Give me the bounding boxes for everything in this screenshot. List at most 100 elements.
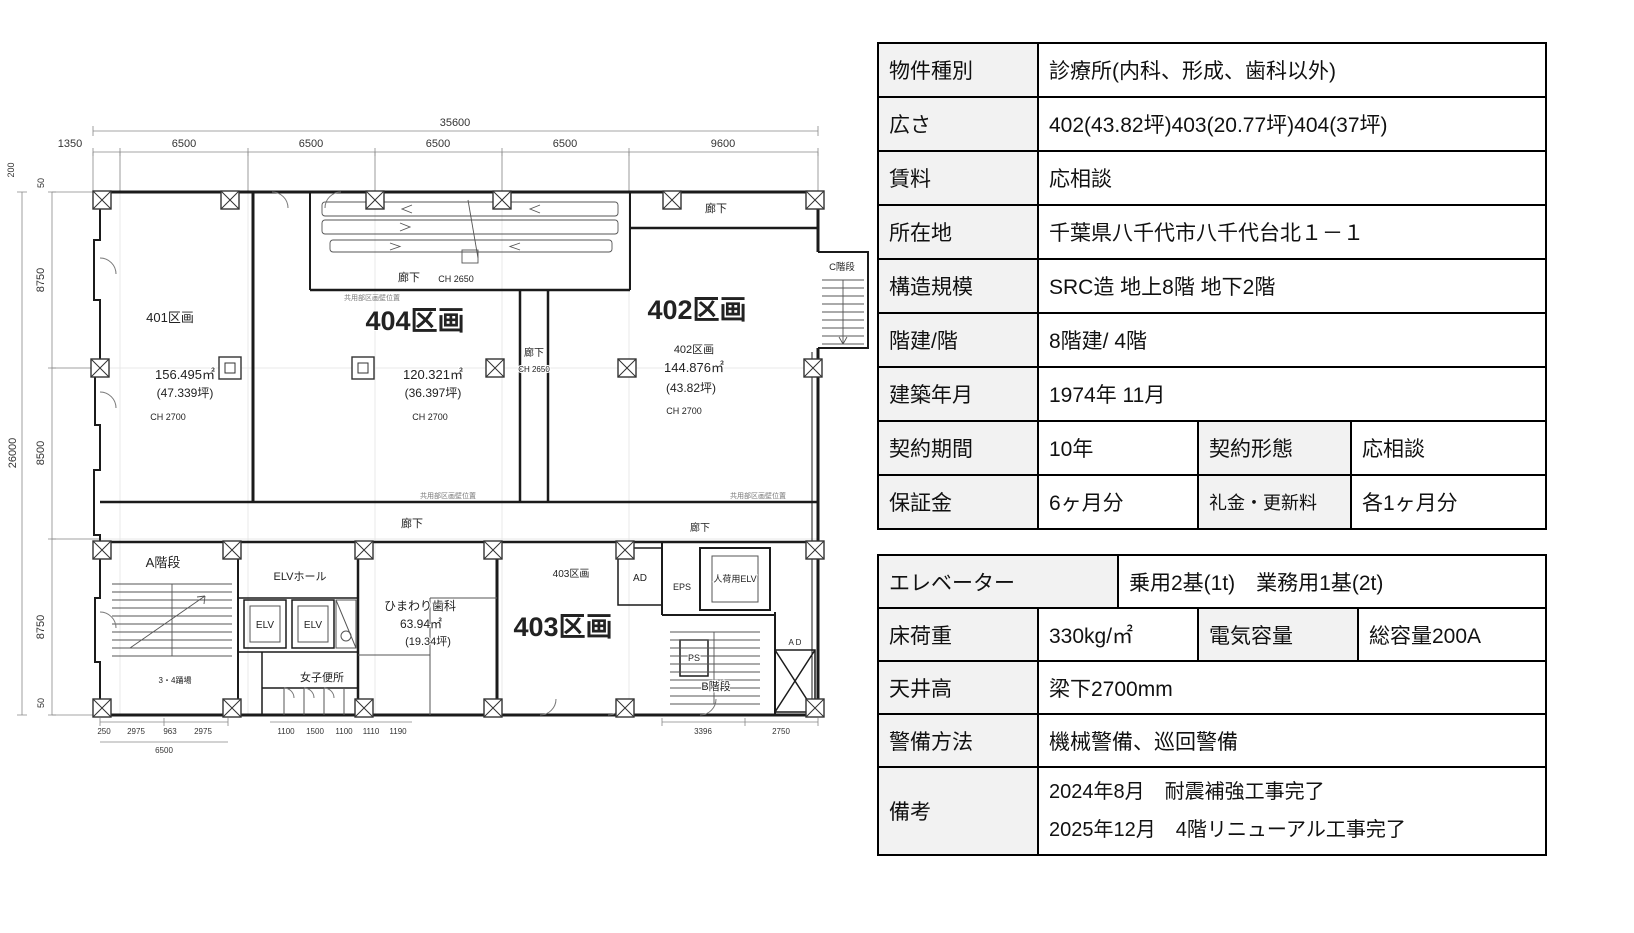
ps-label: PS — [688, 653, 700, 663]
wall-note: 共用部区画壁位置 — [344, 293, 400, 302]
row-value: 応相談 — [1036, 150, 1548, 206]
corridor-top-label: 廊下 — [398, 270, 420, 284]
himawari-tsubo: (19.34坪) — [405, 635, 451, 648]
dim-bottom: 3396 — [694, 727, 712, 736]
dim-bottom: 1100 — [277, 727, 295, 736]
escalator — [321, 199, 619, 264]
corridor-bottom-label: 廊下 — [401, 516, 423, 530]
unit-404-tsubo: (36.397坪) — [405, 386, 462, 400]
stair-a-label: A階段 — [146, 555, 181, 570]
dim-left-50: 50 — [36, 698, 46, 708]
doors — [99, 191, 717, 716]
room-labels: 廊下 CH 2650 廊下 廊下 CH 2650 廊下 廊下 A階段 3・4踊場… — [145, 200, 857, 694]
dim-top-total: 35600 — [440, 117, 471, 129]
row-value: 診療所(内科、形成、歯科以外) — [1036, 42, 1548, 98]
table-row: 契約期間 10年 契約形態 応相談 — [877, 420, 1548, 476]
row-value: 8階建/ 4階 — [1036, 312, 1548, 368]
eps-label: EPS — [673, 582, 691, 592]
unit-404-ch: CH 2700 — [412, 412, 448, 422]
row-label: 所在地 — [877, 204, 1039, 260]
table-row: 建築年月 1974年 11月 — [877, 366, 1548, 422]
unit-403-sublabel: 403区画 — [553, 568, 590, 580]
row-label: 階建/階 — [877, 312, 1039, 368]
row-value: 乗用2基(1t) 業務用1基(2t) — [1116, 554, 1548, 609]
dim-left-seg: 8750 — [35, 615, 47, 639]
row-label: 契約形態 — [1197, 420, 1352, 476]
stair-b-label: B階段 — [701, 679, 730, 693]
row-label: 構造規模 — [877, 258, 1039, 314]
ad-label: AD — [633, 573, 647, 584]
himawari-area: 63.94㎡ — [400, 617, 442, 631]
elv-hall-label: ELVホール — [274, 570, 327, 583]
row-value: 330kg/㎡ — [1037, 607, 1199, 662]
unit-403-label: 403区画 — [513, 612, 612, 642]
row-label: 天井高 — [877, 660, 1039, 715]
landing-label: 3・4踊場 — [159, 675, 192, 685]
remarks-line-2: 2025年12月 4階リニューアル工事完了 — [1049, 819, 1406, 841]
unit-402-tsubo: (43.82坪) — [666, 381, 716, 395]
row-label: 電気容量 — [1197, 607, 1359, 662]
dimension-bottom: 250 2975 963 2975 6500 1100 1500 1100 11… — [97, 718, 819, 755]
freight-elv-label: 人荷用ELV — [713, 574, 756, 584]
elv-label: ELV — [304, 620, 322, 631]
table-row: 物件種別 診療所(内科、形成、歯科以外) — [877, 42, 1548, 98]
dim-bottom: 1110 — [363, 727, 380, 736]
dim-left-total: 26000 — [7, 438, 19, 469]
row-label: 警備方法 — [877, 713, 1039, 768]
unit-402-area: 144.876㎡ — [664, 360, 724, 375]
row-label: 建築年月 — [877, 366, 1039, 422]
row-value: 402(43.82坪)403(20.77坪)404(37坪) — [1036, 96, 1548, 152]
row-label: 契約期間 — [877, 420, 1039, 476]
dimension-top: 35600 1350 6500 6500 6500 6500 9600 — [58, 117, 819, 192]
row-label: 保証金 — [877, 474, 1039, 530]
dim-left-seg: 8750 — [35, 268, 47, 292]
dim-top-seg: 6500 — [553, 138, 577, 150]
dim-top-seg: 6500 — [172, 138, 196, 150]
corridor-right-label: 廊下 — [705, 201, 727, 215]
table-row: 賃料 応相談 — [877, 150, 1548, 206]
row-label: 広さ — [877, 96, 1039, 152]
unit-401-tsubo: (47.339坪) — [157, 386, 214, 400]
elevators — [243, 599, 357, 649]
stairs-c — [822, 279, 864, 345]
table-row: 備考 2024年8月 耐震補強工事完了 2025年12月 4階リニューアル工事完… — [877, 766, 1548, 856]
row-label: 礼金・更新料 — [1197, 474, 1352, 530]
stairs-b — [670, 631, 760, 705]
row-value: 10年 — [1037, 420, 1199, 476]
womens-wc-label: 女子便所 — [300, 670, 344, 684]
table-row: 警備方法 機械警備、巡回警備 — [877, 713, 1548, 768]
table-row: 所在地 千葉県八千代市八千代台北１－１ — [877, 204, 1548, 260]
dim-top-seg: 9600 — [711, 138, 735, 150]
row-value: 梁下2700mm — [1036, 660, 1548, 715]
unit-401-label: 401区画 — [146, 310, 194, 325]
building-spec-table: エレベーター 乗用2基(1t) 業務用1基(2t) 床荷重 330kg/㎡ 電気… — [877, 554, 1548, 856]
dimension-left: 26000 200 50 8750 8500 8750 50 — [6, 162, 100, 716]
table-row: 階建/階 8階建/ 4階 — [877, 312, 1548, 368]
unit-402-ch: CH 2700 — [666, 406, 702, 416]
dim-bottom: 250 — [97, 727, 111, 736]
unit-401-ch: CH 2700 — [150, 412, 186, 422]
floor-plan-drawing: 35600 1350 6500 6500 6500 6500 9600 2600… — [6, 117, 869, 755]
table-row: 広さ 402(43.82坪)403(20.77坪)404(37坪) — [877, 96, 1548, 152]
row-value: 総容量200A — [1356, 607, 1548, 662]
dim-bottom-total: 6500 — [155, 746, 173, 755]
dim-bottom: 2750 — [772, 727, 790, 736]
row-value: 機械警備、巡回警備 — [1036, 713, 1548, 768]
dim-top-seg: 6500 — [299, 138, 323, 150]
row-value: 各1ヶ月分 — [1349, 474, 1548, 530]
table-row: 保証金 6ヶ月分 礼金・更新料 各1ヶ月分 — [877, 474, 1548, 530]
wall-note: 共用部区画壁位置 — [730, 491, 786, 500]
dim-top-seg: 6500 — [426, 138, 450, 150]
dim-bottom: 2975 — [127, 727, 145, 736]
corridor-top-ch: CH 2650 — [438, 274, 474, 284]
himawari-label: ひまわり歯科 — [384, 599, 456, 613]
dim-top-seg: 1350 — [58, 138, 82, 150]
row-label: エレベーター — [877, 554, 1119, 609]
row-value: 千葉県八千代市八千代台北１－１ — [1036, 204, 1548, 260]
remarks-cell: 2024年8月 耐震補強工事完了 2025年12月 4階リニューアル工事完了 — [1036, 766, 1548, 856]
corridor-mid-label: 廊下 — [524, 346, 544, 359]
dim-left-200: 200 — [6, 162, 16, 177]
row-value: 1974年 11月 — [1036, 366, 1548, 422]
row-label: 物件種別 — [877, 42, 1039, 98]
